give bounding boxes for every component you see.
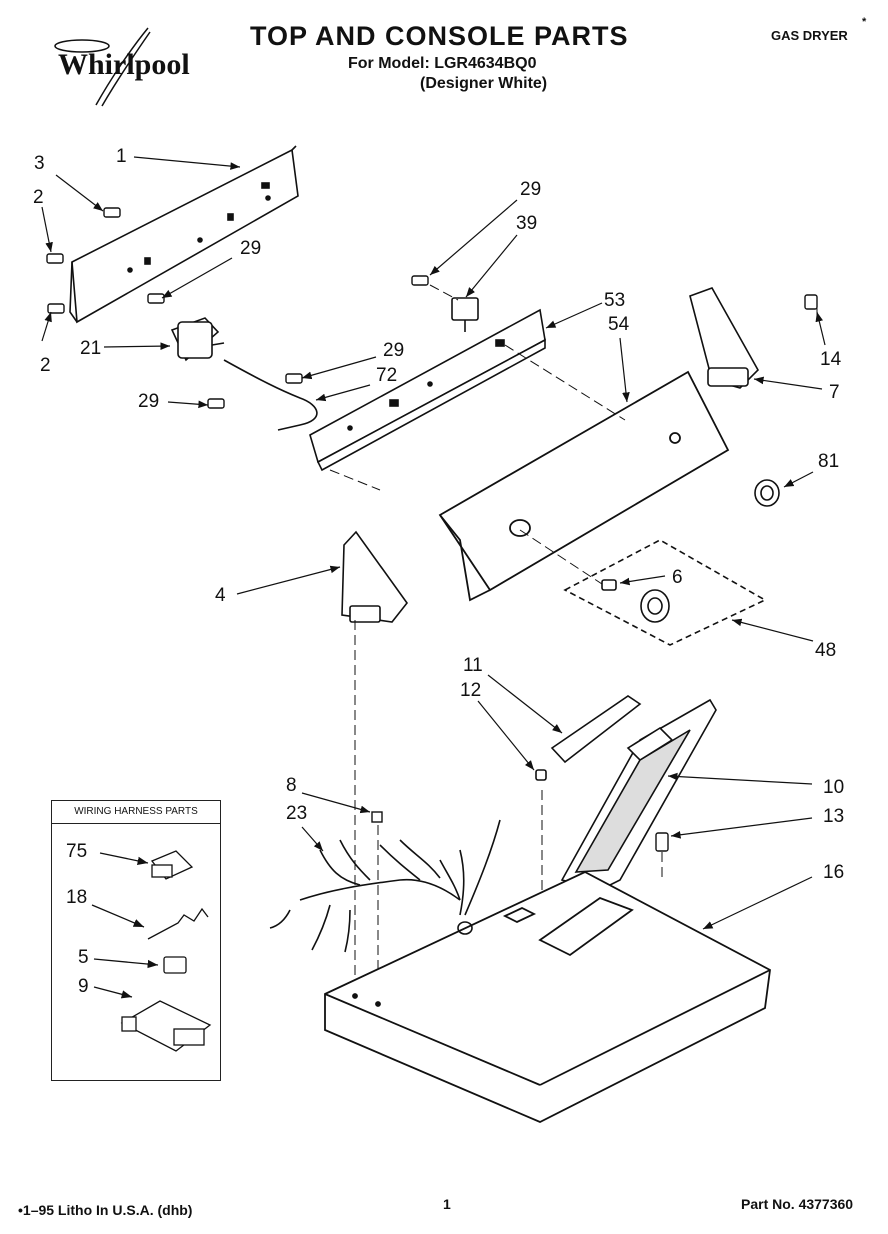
part-number: Part No. 4377360 xyxy=(741,1196,854,1212)
callout-7: 7 xyxy=(829,382,840,403)
callout-54: 54 xyxy=(608,314,630,335)
callout-2-top: 2 xyxy=(33,187,44,208)
callout-14: 14 xyxy=(820,349,842,370)
switch xyxy=(451,297,479,332)
lint-cover xyxy=(535,695,642,781)
callout-29-b: 29 xyxy=(383,340,405,361)
control-bracket xyxy=(309,308,546,472)
legend-item-9: 9 xyxy=(78,976,89,997)
end-cap-left xyxy=(341,530,409,623)
legend-title: WIRING HARNESS PARTS xyxy=(52,801,220,824)
terminal-18 xyxy=(147,907,209,940)
legend-item-5: 5 xyxy=(78,947,89,968)
callout-72: 72 xyxy=(376,365,398,386)
callout-3: 3 xyxy=(34,153,45,174)
legend-parts-drawing xyxy=(91,850,212,1052)
console-panel xyxy=(438,370,730,602)
connector-5 xyxy=(163,956,187,974)
color-line: (Designer White) xyxy=(420,75,548,92)
callout-11: 11 xyxy=(463,655,483,676)
page-title: TOP AND CONSOLE PARTS xyxy=(250,21,629,51)
knob-assembly xyxy=(563,539,767,646)
whirlpool-swoosh xyxy=(54,27,151,107)
wiring-harness-parts-box: WIRING HARNESS PARTS 75 18 5 9 xyxy=(51,800,221,1081)
end-cap-right xyxy=(689,287,759,389)
callout-48: 48 xyxy=(815,640,837,661)
callout-4: 4 xyxy=(215,585,226,606)
assembly-lines xyxy=(329,284,818,1000)
page-number: 1 xyxy=(443,1196,451,1212)
callout-1: 1 xyxy=(116,146,127,167)
callout-12: 12 xyxy=(460,680,482,701)
rear-panel xyxy=(69,145,299,324)
timer xyxy=(170,317,318,431)
whirlpool-logo: Whirlpool xyxy=(58,48,190,82)
callout-8: 8 xyxy=(286,775,297,796)
litho-note: •1–95 Litho In U.S.A. (dhb) xyxy=(18,1202,193,1218)
callout-39: 39 xyxy=(516,213,538,234)
product-type: GAS DRYER xyxy=(771,28,848,43)
callout-53: 53 xyxy=(604,290,626,311)
dryer-top xyxy=(324,870,771,1123)
callout-21: 21 xyxy=(80,338,102,359)
corner-mark: * xyxy=(862,16,867,28)
callout-23: 23 xyxy=(286,803,308,824)
wiring-harness xyxy=(269,819,501,953)
callout-29-d: 29 xyxy=(520,179,542,200)
callout-81: 81 xyxy=(818,451,840,472)
callout-13: 13 xyxy=(823,806,845,827)
callout-29-c: 29 xyxy=(138,391,160,412)
callout-10: 10 xyxy=(823,777,845,798)
callout-6: 6 xyxy=(672,567,683,588)
legend-item-75: 75 xyxy=(66,841,88,862)
harness-clip xyxy=(371,811,383,823)
leader-lines xyxy=(41,156,826,930)
knob-81 xyxy=(754,479,780,507)
callout-2-bottom: 2 xyxy=(40,355,51,376)
model-line: For Model: LGR4634BQ0 xyxy=(348,55,537,72)
callout-29-a: 29 xyxy=(240,238,262,259)
callout-16: 16 xyxy=(823,862,845,883)
brand-name: Whirlpool xyxy=(58,48,190,81)
legend-item-18: 18 xyxy=(66,887,88,908)
